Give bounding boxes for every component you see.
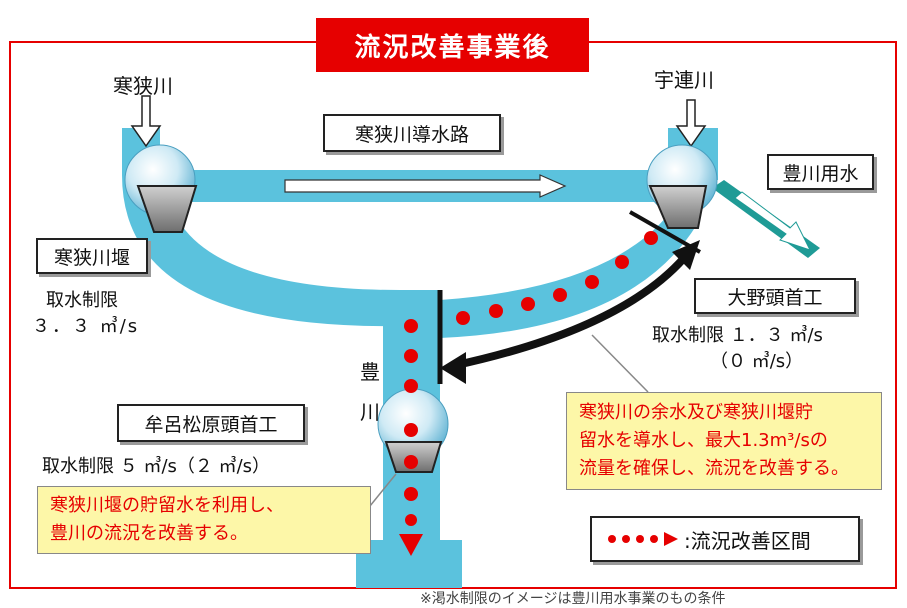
toyokawa-char-1: 豊: [360, 360, 380, 384]
ono-limit-paren: （０ ㎥/s）: [710, 351, 804, 372]
ono-weir-icon: [646, 144, 718, 229]
left-callout-line-2: 豊川の流況を改善する。: [50, 523, 248, 544]
uren-channel: [440, 210, 696, 338]
right-callout-line-1: 寒狭川の余水及び寒狭川堰貯: [579, 402, 813, 423]
footnote: ※渇水制限のイメージは豊川用水事業のもの条件: [420, 591, 726, 607]
kansa-river-curve: [122, 175, 440, 327]
mukuro-limit: 取水制限 ５ ㎥/s（２ ㎥/s）: [42, 456, 271, 477]
right-callout-line-3: 流量を確保し、流況を改善する。: [579, 458, 849, 479]
page-title: 流況改善事業後: [316, 18, 589, 72]
kansa-weir-label: 寒狭川堰: [36, 238, 148, 274]
kansa-river-label: 寒狭川: [113, 74, 173, 98]
left-callout: 寒狭川堰の貯留水を利用し、 豊川の流況を改善する。: [37, 486, 371, 554]
kansa-down-arrow: [130, 95, 162, 148]
left-callout-line-1: 寒狭川堰の貯留水を利用し、: [50, 495, 284, 516]
conduit-arrow: [284, 174, 567, 198]
channel-label: 寒狭川導水路: [323, 114, 501, 152]
kansa-limit-value: ３．３ ㎥/s: [32, 316, 140, 337]
right-callout-line-2: 留水を導水し、最大1.3m³/sの: [579, 430, 828, 451]
improvement-dots: [399, 231, 658, 556]
legend-label: :流況改善区間: [684, 528, 811, 553]
red-dots-arrow-icon: [608, 532, 678, 546]
ono-limit: 取水制限 １．３ ㎥/s: [652, 325, 823, 346]
uren-down-arrow: [675, 99, 707, 148]
inflow-arrows: [130, 95, 707, 198]
toyokawa-char-2: 川: [360, 400, 380, 424]
transfer-arrow: [440, 240, 700, 384]
right-callout: 寒狭川の余水及び寒狭川堰貯 留水を導水し、最大1.3m³/sの 流量を確保し、流…: [566, 392, 882, 490]
ono-weir-label: 大野頭首工: [694, 278, 856, 314]
left-callout-pointer: [369, 473, 397, 507]
legend-box: :流況改善区間: [590, 516, 860, 562]
river-mouth: [356, 520, 462, 588]
mukuro-weir-label: 牟呂松原頭首工: [117, 404, 305, 442]
right-callout-pointer: [591, 334, 649, 393]
uren-river-label: 宇連川: [654, 68, 714, 92]
toyokawa-water-label: 豊川用水: [767, 154, 874, 190]
kansa-limit-label: 取水制限: [46, 290, 118, 311]
kansa-weir-icon: [124, 144, 198, 233]
toyokawa-water-branch: [712, 180, 820, 258]
